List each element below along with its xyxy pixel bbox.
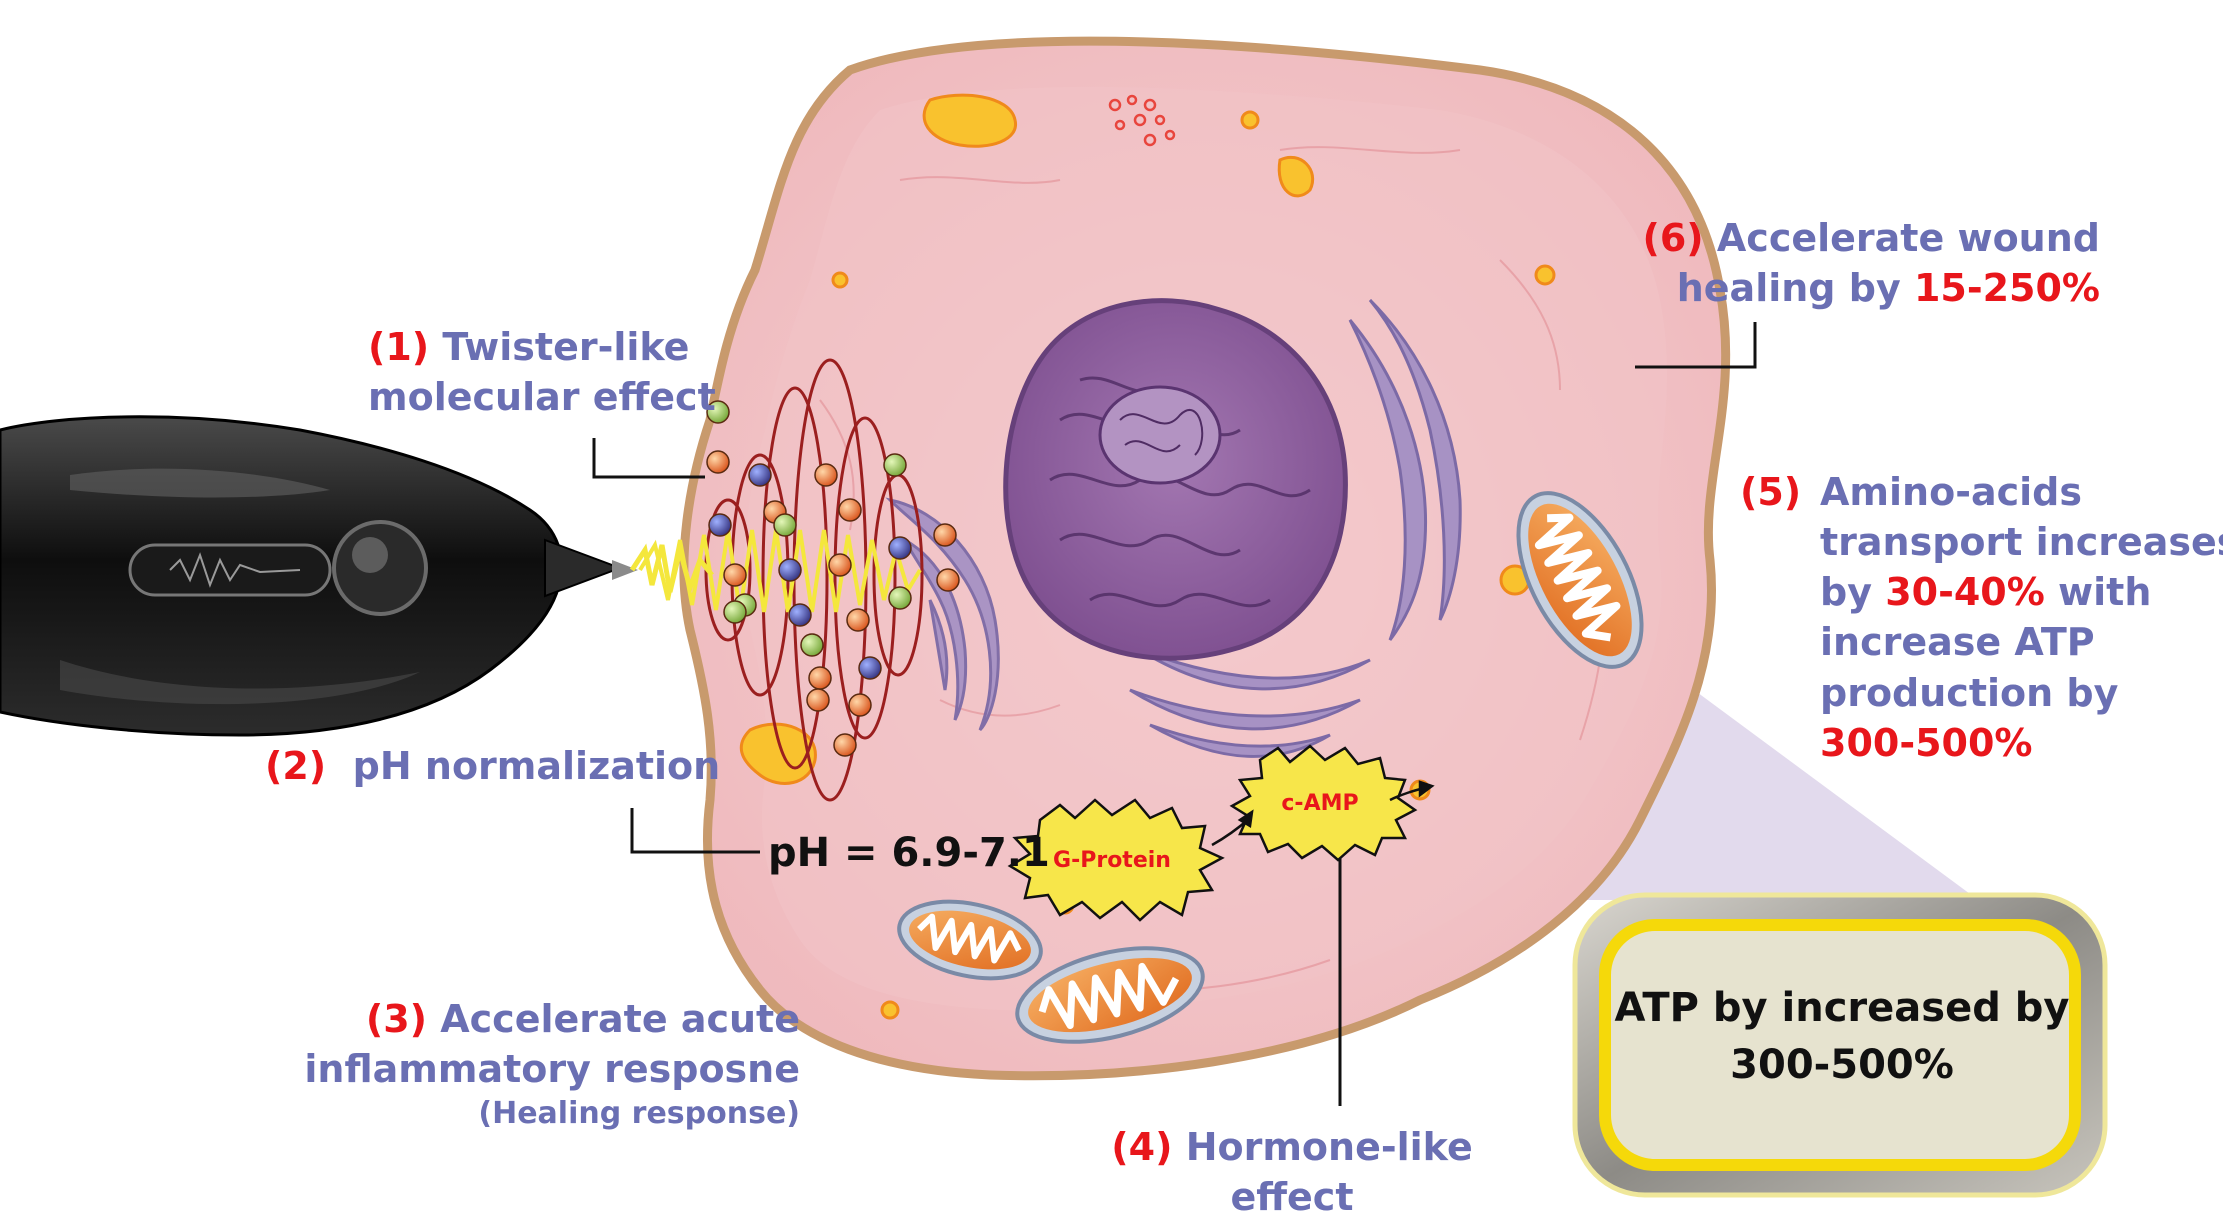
label-6-line1: Accelerate wound bbox=[1716, 216, 2100, 260]
laser-device-icon bbox=[0, 415, 638, 737]
label-6-line2b: 15-250% bbox=[1913, 266, 2100, 311]
label-hormone: (4) Hormone-like effect bbox=[1102, 1122, 1482, 1222]
g-protein-badge: G-Protein bbox=[1007, 798, 1225, 922]
c-amp-badge: c-AMP bbox=[1229, 744, 1418, 862]
label-3-line1: Accelerate acute bbox=[440, 997, 800, 1041]
label-2-num: (2) bbox=[265, 744, 327, 788]
label-4-num: (4) bbox=[1111, 1125, 1173, 1169]
label-5-num: (5) bbox=[1740, 470, 1802, 514]
label-2-line1: pH normalization bbox=[352, 744, 721, 788]
ph-value: pH = 6.9-7.1 bbox=[768, 830, 1050, 876]
connector-lines bbox=[592, 322, 1757, 1106]
label-5-line4: increase ATP bbox=[1820, 620, 2095, 665]
label-5-line1: Amino-acids bbox=[1820, 470, 2082, 514]
c-amp-label: c-AMP bbox=[1281, 791, 1358, 816]
molecule-icon bbox=[706, 400, 960, 757]
g-protein-label: G-Protein bbox=[1053, 848, 1171, 873]
atp-box-text: ATP by increased by 300-500% bbox=[1612, 980, 2072, 1094]
label-5-line6: 300-500% bbox=[1820, 720, 2033, 765]
label-3-line2: inflammatory resposne bbox=[304, 1047, 800, 1092]
label-wound: (6) Accelerate wound healing by 15-250% bbox=[1610, 213, 2100, 313]
atp-box-line1: ATP by increased by bbox=[1614, 985, 2070, 1031]
nucleus-icon bbox=[1003, 298, 1348, 661]
label-5-line3a: by bbox=[1820, 570, 1886, 615]
label-inflammatory: (3) Accelerate acute inflammatory respos… bbox=[300, 994, 800, 1134]
label-1-num: (1) bbox=[368, 325, 430, 369]
label-5-line3c: with bbox=[2044, 570, 2152, 615]
label-twister: (1) Twister-like molecular effect bbox=[368, 322, 716, 422]
signal-arrows bbox=[1211, 780, 1435, 847]
label-1-line1: Twister-like bbox=[442, 325, 690, 369]
label-5-line5: production by bbox=[1820, 670, 2119, 715]
label-3-line3: (Healing response) bbox=[478, 1096, 800, 1132]
label-6-line2a: healing by bbox=[1676, 266, 1914, 311]
label-1-line2: molecular effect bbox=[368, 375, 716, 420]
mitochondrion-icon bbox=[897, 899, 1043, 981]
atp-box-line2: 300-500% bbox=[1730, 1041, 1954, 1088]
label-5-line3b: 30-40% bbox=[1885, 570, 2045, 615]
atp-box bbox=[1572, 892, 2108, 1198]
label-3-num: (3) bbox=[365, 997, 428, 1041]
label-amino: (5) Amino-acids transport increases by 3… bbox=[1740, 467, 2223, 768]
label-4-line2: effect bbox=[1230, 1175, 1354, 1220]
label-4-line1: Hormone-like bbox=[1185, 1125, 1473, 1169]
mitochondrion-icon bbox=[1015, 946, 1205, 1044]
label-ph: (2) pH normalization bbox=[265, 741, 720, 791]
mitochondrion-icon bbox=[1516, 491, 1644, 669]
label-5-line2: transport increases bbox=[1820, 520, 2223, 565]
label-6-num: (6) bbox=[1642, 216, 1704, 260]
laser-spark bbox=[629, 543, 714, 597]
